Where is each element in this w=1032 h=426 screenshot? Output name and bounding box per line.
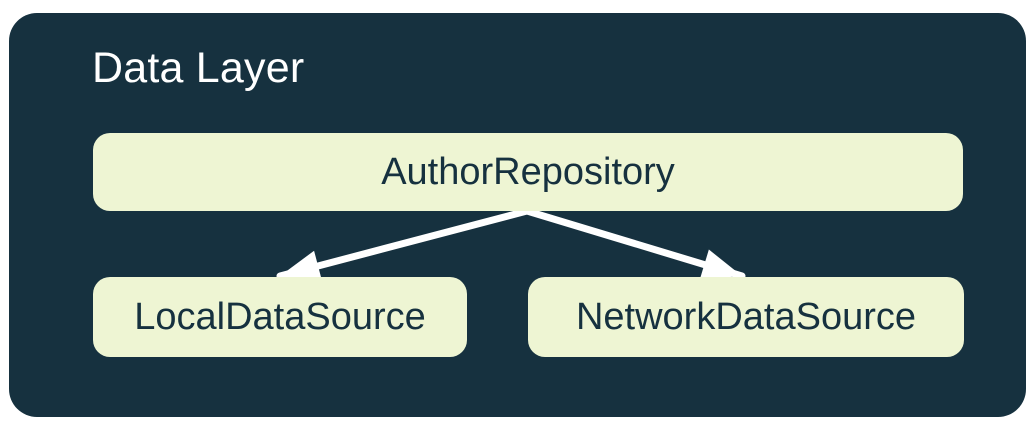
node-local-data-source: LocalDataSource — [93, 277, 467, 357]
diagram-title: Data Layer — [92, 44, 305, 92]
node-network-data-source: NetworkDataSource — [528, 277, 964, 357]
node-author-repository: AuthorRepository — [93, 133, 963, 211]
